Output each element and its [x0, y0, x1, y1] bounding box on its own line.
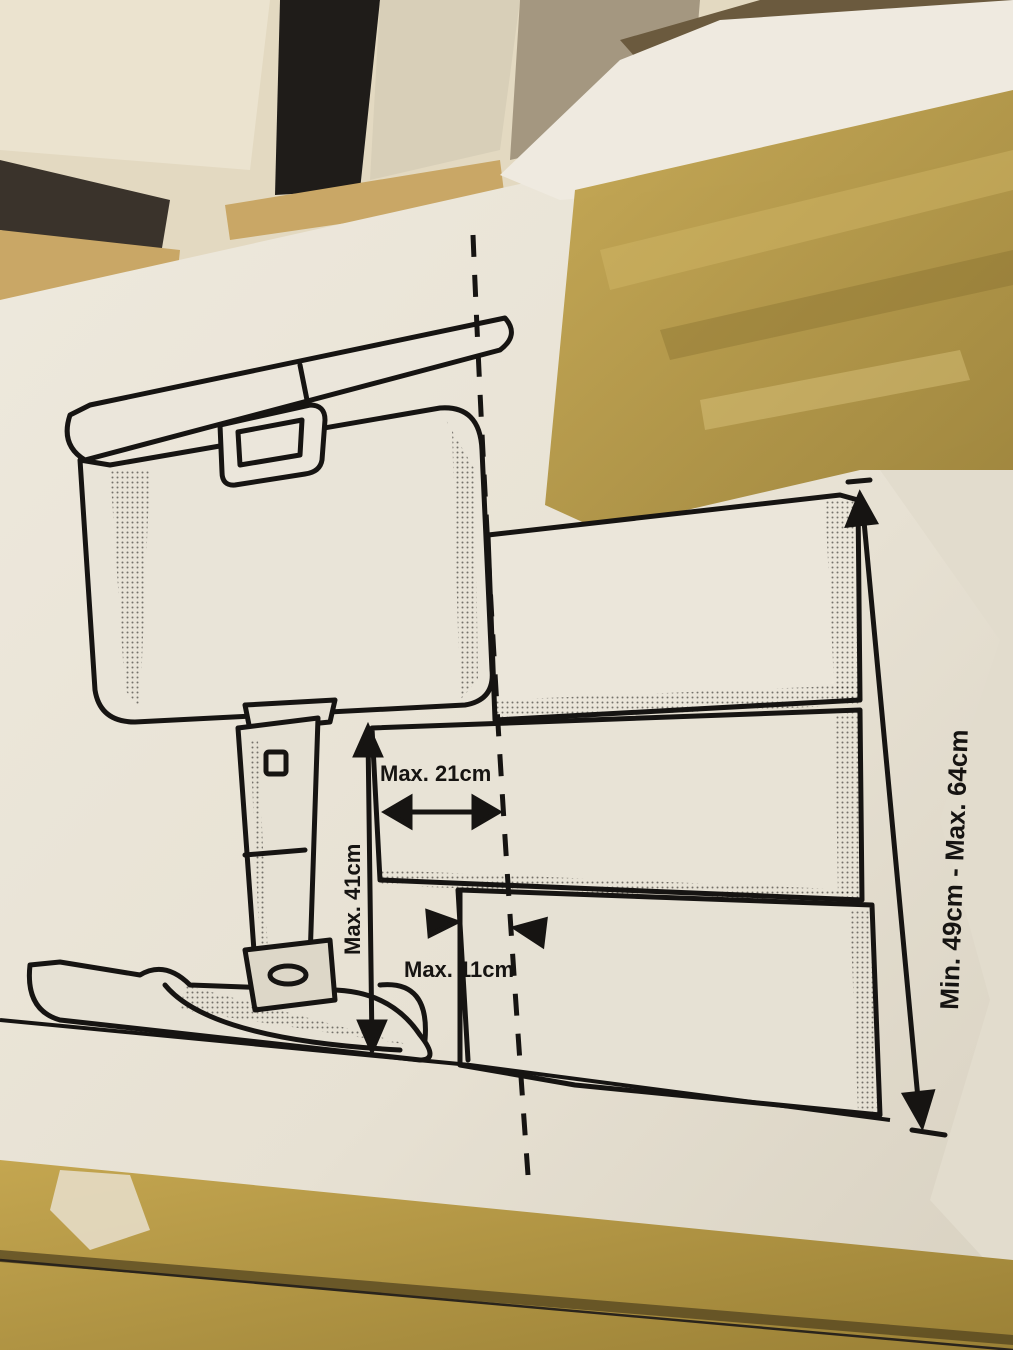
- packing-tape-bottom: [0, 1160, 1013, 1350]
- bed-mattress-illustration: [0, 492, 891, 1122]
- label-max-21: Max. 21cm: [380, 761, 491, 786]
- arrowhead-icon: [352, 721, 388, 1057]
- pencil-line: [0, 1258, 1013, 1350]
- dimension-arrows: [352, 477, 948, 1138]
- double-arrow-icon: [381, 793, 503, 831]
- dashed-line: [470, 234, 531, 1176]
- label-max-41: Max. 41cm: [340, 844, 365, 955]
- bassinet-illustration: [26, 315, 514, 1063]
- label-max-11: Max. 11cm: [404, 957, 514, 982]
- packing-tape-top: [545, 90, 1013, 530]
